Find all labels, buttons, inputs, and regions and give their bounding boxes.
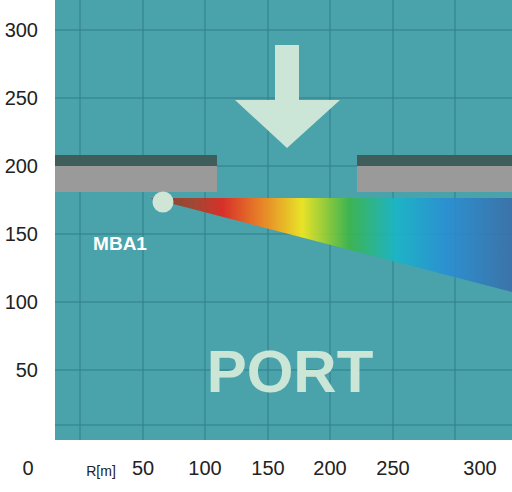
axis-origin: 0 — [22, 458, 33, 478]
sensor-circle — [153, 192, 174, 213]
axis-tick: 300 — [463, 458, 496, 478]
area-name: PORT — [207, 342, 374, 402]
water — [55, 0, 512, 440]
sensor-circle — [152, 191, 174, 213]
axis-tick: 200 — [5, 156, 38, 176]
axis-tick: 250 — [376, 458, 409, 478]
axis-tick: 100 — [188, 458, 221, 478]
sensor-beam — [150, 198, 512, 292]
axis-tick: 150 — [5, 224, 38, 244]
axis-tick: 150 — [251, 458, 284, 478]
axis-tick: 250 — [5, 88, 38, 108]
axis-tick: 300 — [5, 20, 38, 40]
sensor-marker: MBA1 — [152, 191, 174, 213]
axis-tick: 50 — [132, 458, 154, 478]
axis-tick: 100 — [5, 292, 38, 312]
breakwater — [55, 155, 512, 192]
grid — [55, 0, 512, 440]
sensor-label: MBA1 — [93, 234, 147, 253]
axis-tick: 50 — [16, 360, 38, 380]
axis-unit: R[m] — [86, 464, 116, 478]
axis-tick: 200 — [313, 458, 346, 478]
wave-direction-arrow — [235, 45, 340, 148]
